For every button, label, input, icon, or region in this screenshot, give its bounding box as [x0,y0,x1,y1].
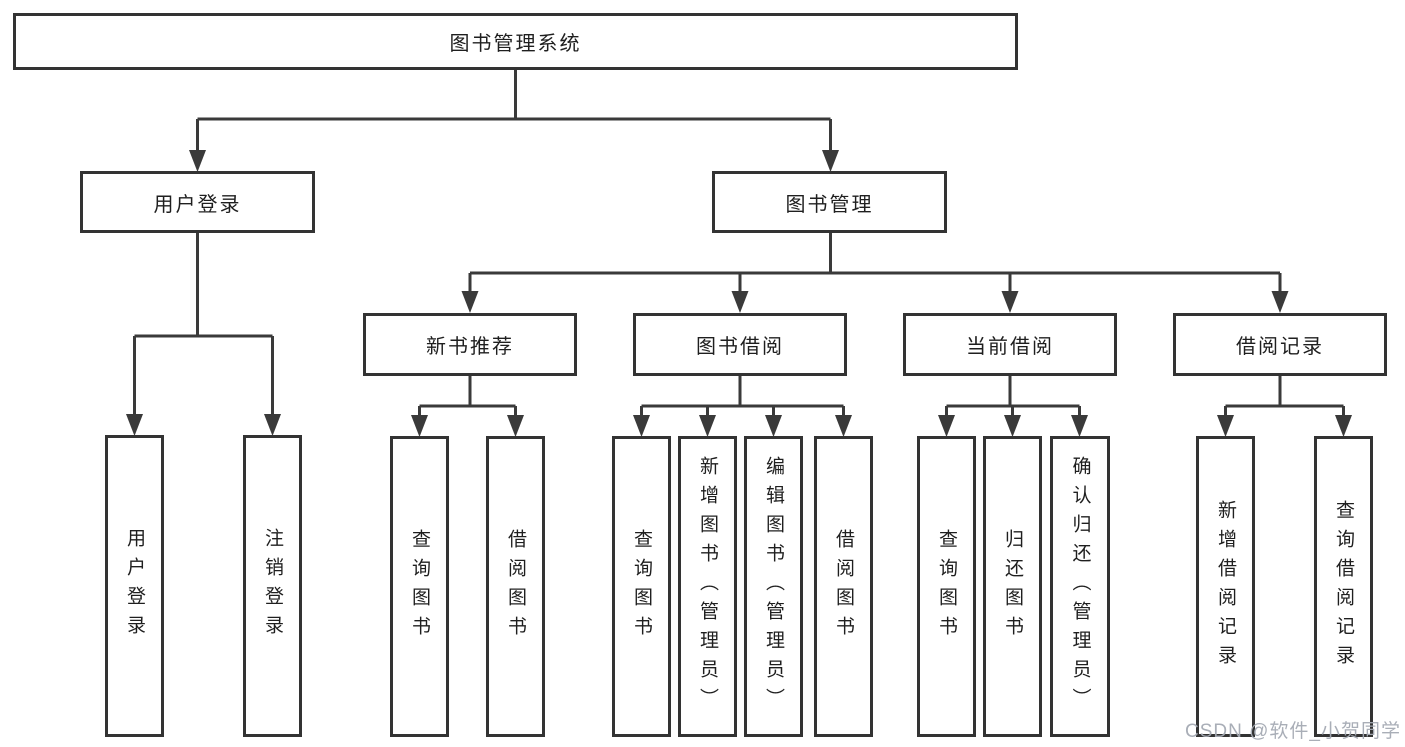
leaf-borrow-edit-books-admin-label: 编辑图书（管理员） [763,456,784,717]
connector-borrow-records-to-leaves [1224,376,1345,418]
arrowhead [699,415,716,437]
leaf-borrow-borrow-books: 借阅图书 [814,436,873,737]
arrowhead [1004,415,1021,437]
arrowhead [822,150,839,172]
node-borrow-records-label: 借阅记录 [1236,336,1324,358]
node-new-book-recommend-label: 新书推荐 [426,336,514,358]
leaf-user-login: 用户登录 [105,435,164,737]
arrowhead [1071,415,1088,437]
node-book-borrowing-label: 图书借阅 [696,336,784,358]
connector-user-login-to-leaves [133,233,274,416]
leaf-borrow-query-books: 查询图书 [612,436,671,737]
leaf-current-return-books-label: 归还图书 [1002,528,1023,645]
connector-new-book-to-leaves [418,376,517,418]
leaf-current-query-books: 查询图书 [917,436,976,737]
watermark: CSDN @软件_小贺同学 [1185,721,1401,742]
node-user-login-label: 用户登录 [153,193,242,216]
leaf-logout: 注销登录 [243,435,302,737]
leaf-current-return-books: 归还图书 [983,436,1042,737]
leaf-records-add-record: 新增借阅记录 [1196,436,1255,737]
leaf-newbook-query-books: 查询图书 [390,436,449,737]
arrowhead [507,415,524,437]
arrowhead [938,415,955,437]
arrowhead [633,415,650,437]
arrowhead [731,291,749,313]
connector-book-borrow-to-leaves [640,376,845,418]
arrowhead [1001,291,1019,313]
arrowhead [461,291,479,313]
arrowhead [189,150,206,172]
node-book-management-label: 图书管理 [785,193,874,216]
leaf-newbook-query-books-label: 查询图书 [409,528,430,645]
arrowhead [765,415,782,437]
arrowhead [264,414,281,436]
node-book-borrowing: 图书借阅 [633,313,847,376]
arrowhead [1217,415,1234,437]
connector-book-management-to-level3 [468,233,1282,293]
node-root-label: 图书管理系统 [449,33,582,55]
arrowhead [1335,415,1352,437]
node-user-login: 用户登录 [80,171,315,233]
arrowhead [835,415,852,437]
leaf-current-query-books-label: 查询图书 [936,528,957,645]
leaf-current-confirm-return-admin-label: 确认归还（管理员） [1069,456,1091,717]
leaf-records-add-record-label: 新增借阅记录 [1215,499,1236,674]
leaf-borrow-borrow-books-label: 借阅图书 [833,528,854,645]
leaf-borrow-edit-books-admin: 编辑图书（管理员） [744,436,803,737]
arrowhead [126,414,143,436]
leaf-current-confirm-return-admin: 确认归还（管理员） [1050,436,1110,737]
arrowhead [411,415,428,437]
node-new-book-recommend: 新书推荐 [363,313,577,376]
node-root: 图书管理系统 [13,13,1018,70]
leaf-records-query-record-label: 查询借阅记录 [1333,499,1354,674]
node-current-borrowing-label: 当前借阅 [966,336,1054,358]
arrowheads [126,150,1352,437]
connector-root-to-level2 [196,70,832,152]
leaf-user-login-label: 用户登录 [124,528,145,644]
node-borrow-records: 借阅记录 [1173,313,1387,376]
leaf-logout-label: 注销登录 [262,528,283,644]
leaf-borrow-query-books-label: 查询图书 [631,528,652,645]
arrowhead [1271,291,1289,313]
leaf-newbook-borrow-books: 借阅图书 [486,436,545,737]
leaf-newbook-borrow-books-label: 借阅图书 [505,528,526,645]
connector-current-borrow-to-leaves [945,376,1081,418]
leaf-borrow-add-books-admin-label: 新增图书（管理员） [697,456,718,717]
leaf-records-query-record: 查询借阅记录 [1314,436,1373,737]
node-book-management: 图书管理 [712,171,947,233]
leaf-borrow-add-books-admin: 新增图书（管理员） [678,436,737,737]
node-current-borrowing: 当前借阅 [903,313,1117,376]
